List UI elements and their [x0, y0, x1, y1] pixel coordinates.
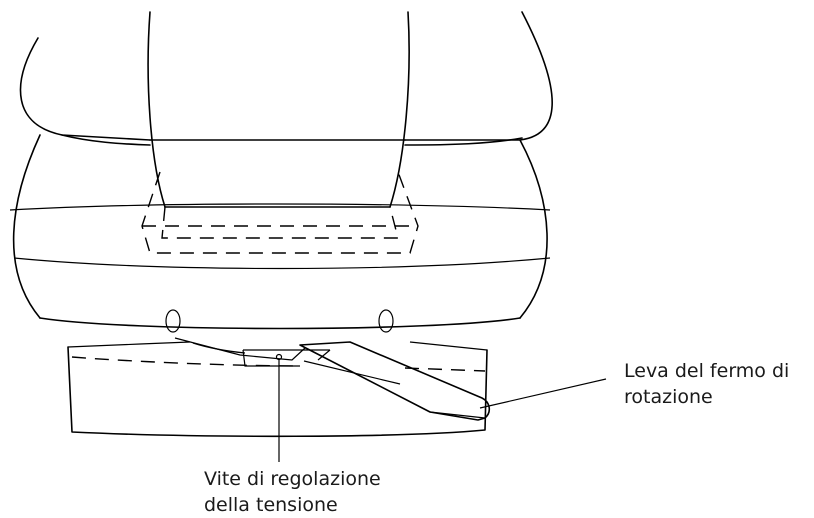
lever-label-line2: rotazione	[624, 386, 713, 408]
lever-callout-label: Leva del fermo di rotazione	[624, 358, 789, 410]
screw-label-line1: Vite di regolazione	[204, 468, 381, 490]
hidden-bracket	[141, 171, 419, 254]
left-hole	[165, 309, 181, 333]
rotation-lock-lever	[299, 341, 491, 421]
seat-cushion	[19, 11, 553, 146]
mounting-plate	[174, 337, 330, 367]
back-support-post	[147, 11, 410, 208]
lever-label-line1: Leva del fermo di	[624, 360, 790, 382]
leader-line-lever	[479, 378, 607, 409]
screw-label-line2: della tensione	[204, 494, 338, 516]
right-hole	[378, 309, 394, 333]
rotating-base-plate	[67, 341, 488, 438]
base-body	[9, 134, 551, 330]
tension-screw	[275, 353, 283, 361]
screw-callout-label: Vite di regolazione della tensione	[204, 466, 381, 518]
